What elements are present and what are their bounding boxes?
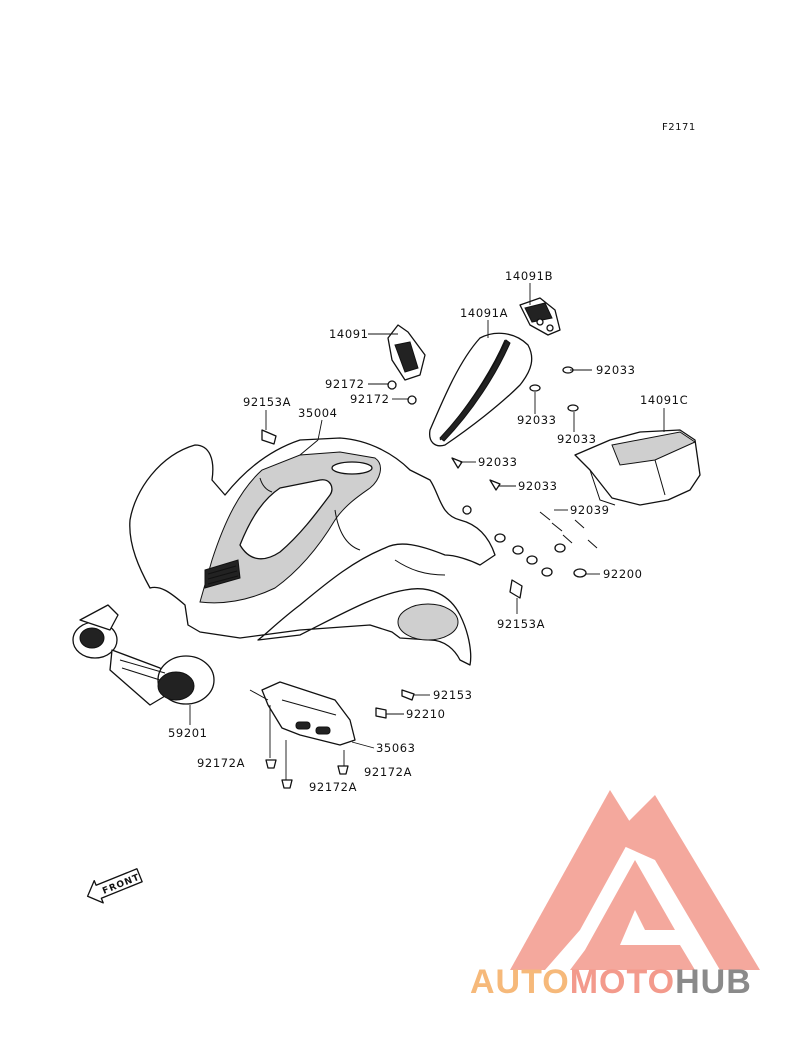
label-92153A-b: 92153A (497, 617, 545, 631)
part-labels: 14091B 14091 14091A 92033 92172 92172 92… (168, 269, 688, 794)
watermark-moto: MOTO (569, 963, 676, 1001)
visor-14091A (429, 332, 533, 447)
label-92033-e: 92033 (518, 479, 558, 493)
watermark-logo: AUTOMOTOHUB (470, 780, 800, 1047)
front-arrow: FRONT (86, 868, 143, 904)
label-92172-a: 92172 (325, 377, 365, 391)
label-14091C: 14091C (640, 393, 688, 407)
label-92033-c: 92033 (557, 432, 597, 446)
label-14091A: 14091A (460, 306, 508, 320)
bracket-14091B (519, 297, 561, 336)
diagram-code: F2171 (662, 122, 696, 133)
leader-lines (189, 283, 665, 780)
watermark-triangle-icon (510, 790, 760, 970)
label-92172A-c: 92172A (309, 780, 357, 794)
label-92033-b: 92033 (517, 413, 557, 427)
cover-14091C (574, 429, 701, 506)
watermark-wordmark: AUTOMOTOHUB (470, 963, 800, 1002)
label-59201: 59201 (168, 726, 208, 740)
headlight-housing-59201 (72, 604, 215, 706)
label-35004: 35004 (298, 406, 338, 420)
label-92033-d: 92033 (478, 455, 518, 469)
label-92153: 92153 (433, 688, 473, 702)
bracket-35063 (249, 681, 356, 746)
watermark-auto: AUTO (470, 963, 570, 1001)
label-92033-a: 92033 (596, 363, 636, 377)
label-92172A-b: 92172A (364, 765, 412, 779)
bracket-14091 (387, 324, 426, 381)
watermark-hub: HUB (675, 963, 752, 1001)
label-92210: 92210 (406, 707, 446, 721)
front-fender-35004 (129, 437, 496, 666)
label-92153A-a: 92153A (243, 395, 291, 409)
label-92172A-a: 92172A (197, 756, 245, 770)
label-35063: 35063 (376, 741, 416, 755)
label-92200: 92200 (603, 567, 643, 581)
fasteners (261, 366, 598, 789)
label-14091: 14091 (329, 327, 369, 341)
label-92039: 92039 (570, 503, 610, 517)
label-92172-b: 92172 (350, 392, 390, 406)
label-14091B: 14091B (505, 269, 553, 283)
